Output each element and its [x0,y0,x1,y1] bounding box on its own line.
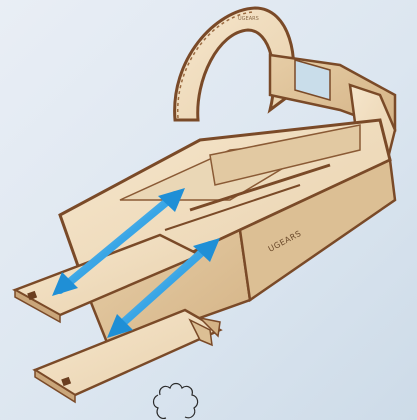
gear-icon [154,384,198,419]
frame-mark-text: UGEARS [238,16,259,22]
drawer-body: UGEARS [60,120,395,350]
